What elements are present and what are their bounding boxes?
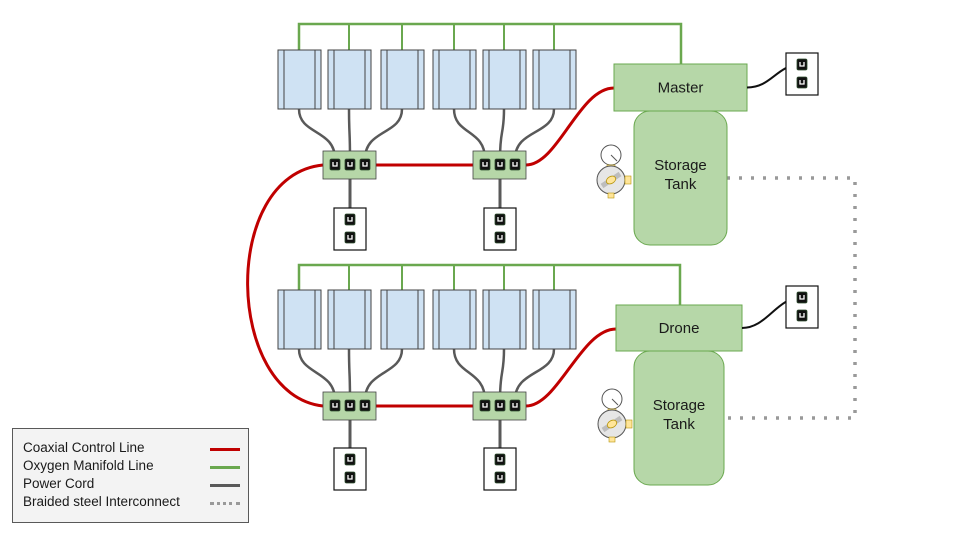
legend-item-braided: Braided steel Interconnect [23,494,180,509]
outlet-socket-icon [494,453,506,466]
storage-tank-label: Tank [663,416,695,433]
legend-label: Oxygen Manifold Line [23,458,154,473]
legend: Coaxial Control Line Oxygen Manifold Lin… [12,428,249,523]
power-strip-2 [472,150,527,180]
legend-label: Braided steel Interconnect [23,494,180,509]
legend-label: Power Cord [23,476,95,491]
power-strip-2 [472,391,527,421]
outlet-socket-icon [344,453,356,466]
legend-item-oxygen: Oxygen Manifold Line [23,458,154,473]
power-strip-1 [322,150,377,180]
coaxial-control-line-loop [246,163,324,408]
oxygen-concentrator-4 [432,289,477,350]
strip-socket-icon [329,158,341,171]
wall-outlet-2 [483,447,517,491]
storage-tank-label: Storage [654,157,707,174]
oxygen-concentrator-2 [327,289,372,350]
storage-tank-label: Tank [665,176,697,193]
oxygen-concentrator-5 [482,289,527,350]
coaxial-control-line [525,86,615,167]
oxygen-concentrator-1 [277,289,322,350]
legend-item-coax: Coaxial Control Line [23,440,145,455]
outlet-socket-icon [494,471,506,484]
oxygen-concentrator-1 [277,49,322,110]
oxygen-concentrator-2 [327,49,372,110]
unit-wall-outlet [785,285,819,329]
legend-swatch-braided [210,502,240,505]
braided-steel-interconnect [724,176,857,420]
outlet-socket-icon [796,291,808,304]
strip-socket-icon [329,399,341,412]
wall-outlet-1 [333,447,367,491]
coaxial-control-line [525,327,617,408]
strip-socket-icon [479,158,491,171]
oxygen-concentrator-3 [380,49,425,110]
strip-socket-icon [494,399,506,412]
strip-socket-icon [359,158,371,171]
wall-outlet-1 [333,207,367,251]
legend-swatch-power [210,484,240,487]
storage-tank-label: Storage [653,397,706,414]
oxygen-concentrator-6 [532,49,577,110]
power-strip-1 [322,391,377,421]
outlet-socket-icon [796,309,808,322]
outlet-socket-icon [344,213,356,226]
outlet-socket-icon [796,76,808,89]
oxygen-concentrator-3 [380,289,425,350]
outlet-socket-icon [494,213,506,226]
unit-wall-outlet [785,52,819,96]
outlet-socket-icon [796,58,808,71]
strip-socket-icon [479,399,491,412]
strip-socket-icon [509,158,521,171]
oxygen-concentrator-6 [532,289,577,350]
wall-outlet-2 [483,207,517,251]
strip-socket-icon [509,399,521,412]
outlet-socket-icon [344,231,356,244]
legend-label: Coaxial Control Line [23,440,145,455]
outlet-socket-icon [494,231,506,244]
legend-swatch-coax [210,448,240,451]
control-unit-label: Master [658,80,704,97]
legend-swatch-oxygen [210,466,240,469]
control-unit-label: Drone [659,320,700,337]
control-unit-master [613,63,748,112]
pressure-regulator-icon [597,388,633,443]
pressure-regulator-icon [596,144,632,199]
outlet-socket-icon [344,471,356,484]
strip-socket-icon [359,399,371,412]
oxygen-concentrator-5 [482,49,527,110]
oxygen-concentrator-4 [432,49,477,110]
strip-socket-icon [494,158,506,171]
legend-item-power: Power Cord [23,476,94,491]
strip-socket-icon [344,158,356,171]
strip-socket-icon [344,399,356,412]
